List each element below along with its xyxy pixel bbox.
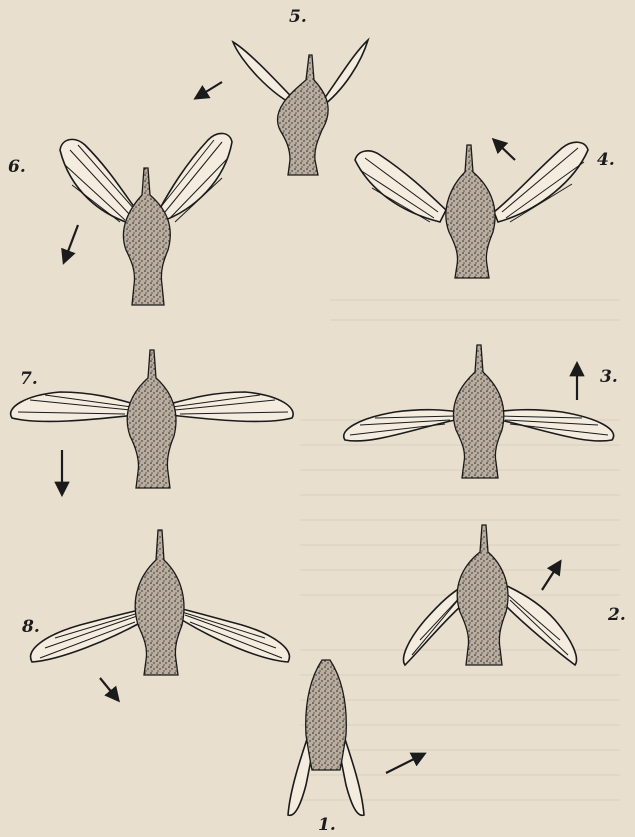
stage-4-label: 4.: [597, 150, 615, 170]
arrow-2-icon: [542, 562, 560, 590]
stage-8-body: [135, 530, 184, 675]
stage-8-label: 8.: [21, 617, 40, 637]
stage-3-figure: [344, 345, 614, 478]
stage-5-label: 5.: [289, 7, 307, 27]
arrow-4-icon: [494, 140, 515, 160]
stage-7-right-wing: [166, 392, 293, 421]
stage-3-body: [453, 345, 503, 478]
stage-1-body: [306, 660, 347, 770]
stage-8-figure: [31, 530, 290, 675]
stage-6-right-wing: [158, 133, 232, 222]
arrow-1-icon: [386, 754, 424, 773]
stage-1-figure: [288, 660, 364, 815]
stage-6-figure: [60, 133, 232, 305]
arrow-6-icon: [64, 225, 78, 262]
stage-1-label: 1.: [318, 815, 336, 835]
paper-texture: [300, 300, 620, 800]
stage-7-figure: [11, 350, 294, 488]
stage-4-figure: [355, 142, 588, 278]
stage-8-left-wing: [31, 608, 148, 662]
stage-4-body: [446, 145, 495, 278]
stage-5-figure: [233, 40, 368, 175]
stage-2-body: [457, 525, 508, 665]
stage-6-label: 6.: [8, 157, 26, 177]
arrow-5-icon: [196, 82, 222, 98]
stage-7-body: [127, 350, 176, 488]
stage-2-label: 2.: [607, 605, 626, 625]
stage-6-body: [123, 168, 170, 305]
stage-5-body: [277, 55, 328, 175]
stage-7-label: 7.: [20, 369, 38, 389]
stage-4-left-wing: [355, 151, 446, 222]
stage-7-left-wing: [11, 392, 138, 421]
stage-3-label: 3.: [600, 367, 618, 387]
arrow-8-icon: [100, 678, 118, 700]
